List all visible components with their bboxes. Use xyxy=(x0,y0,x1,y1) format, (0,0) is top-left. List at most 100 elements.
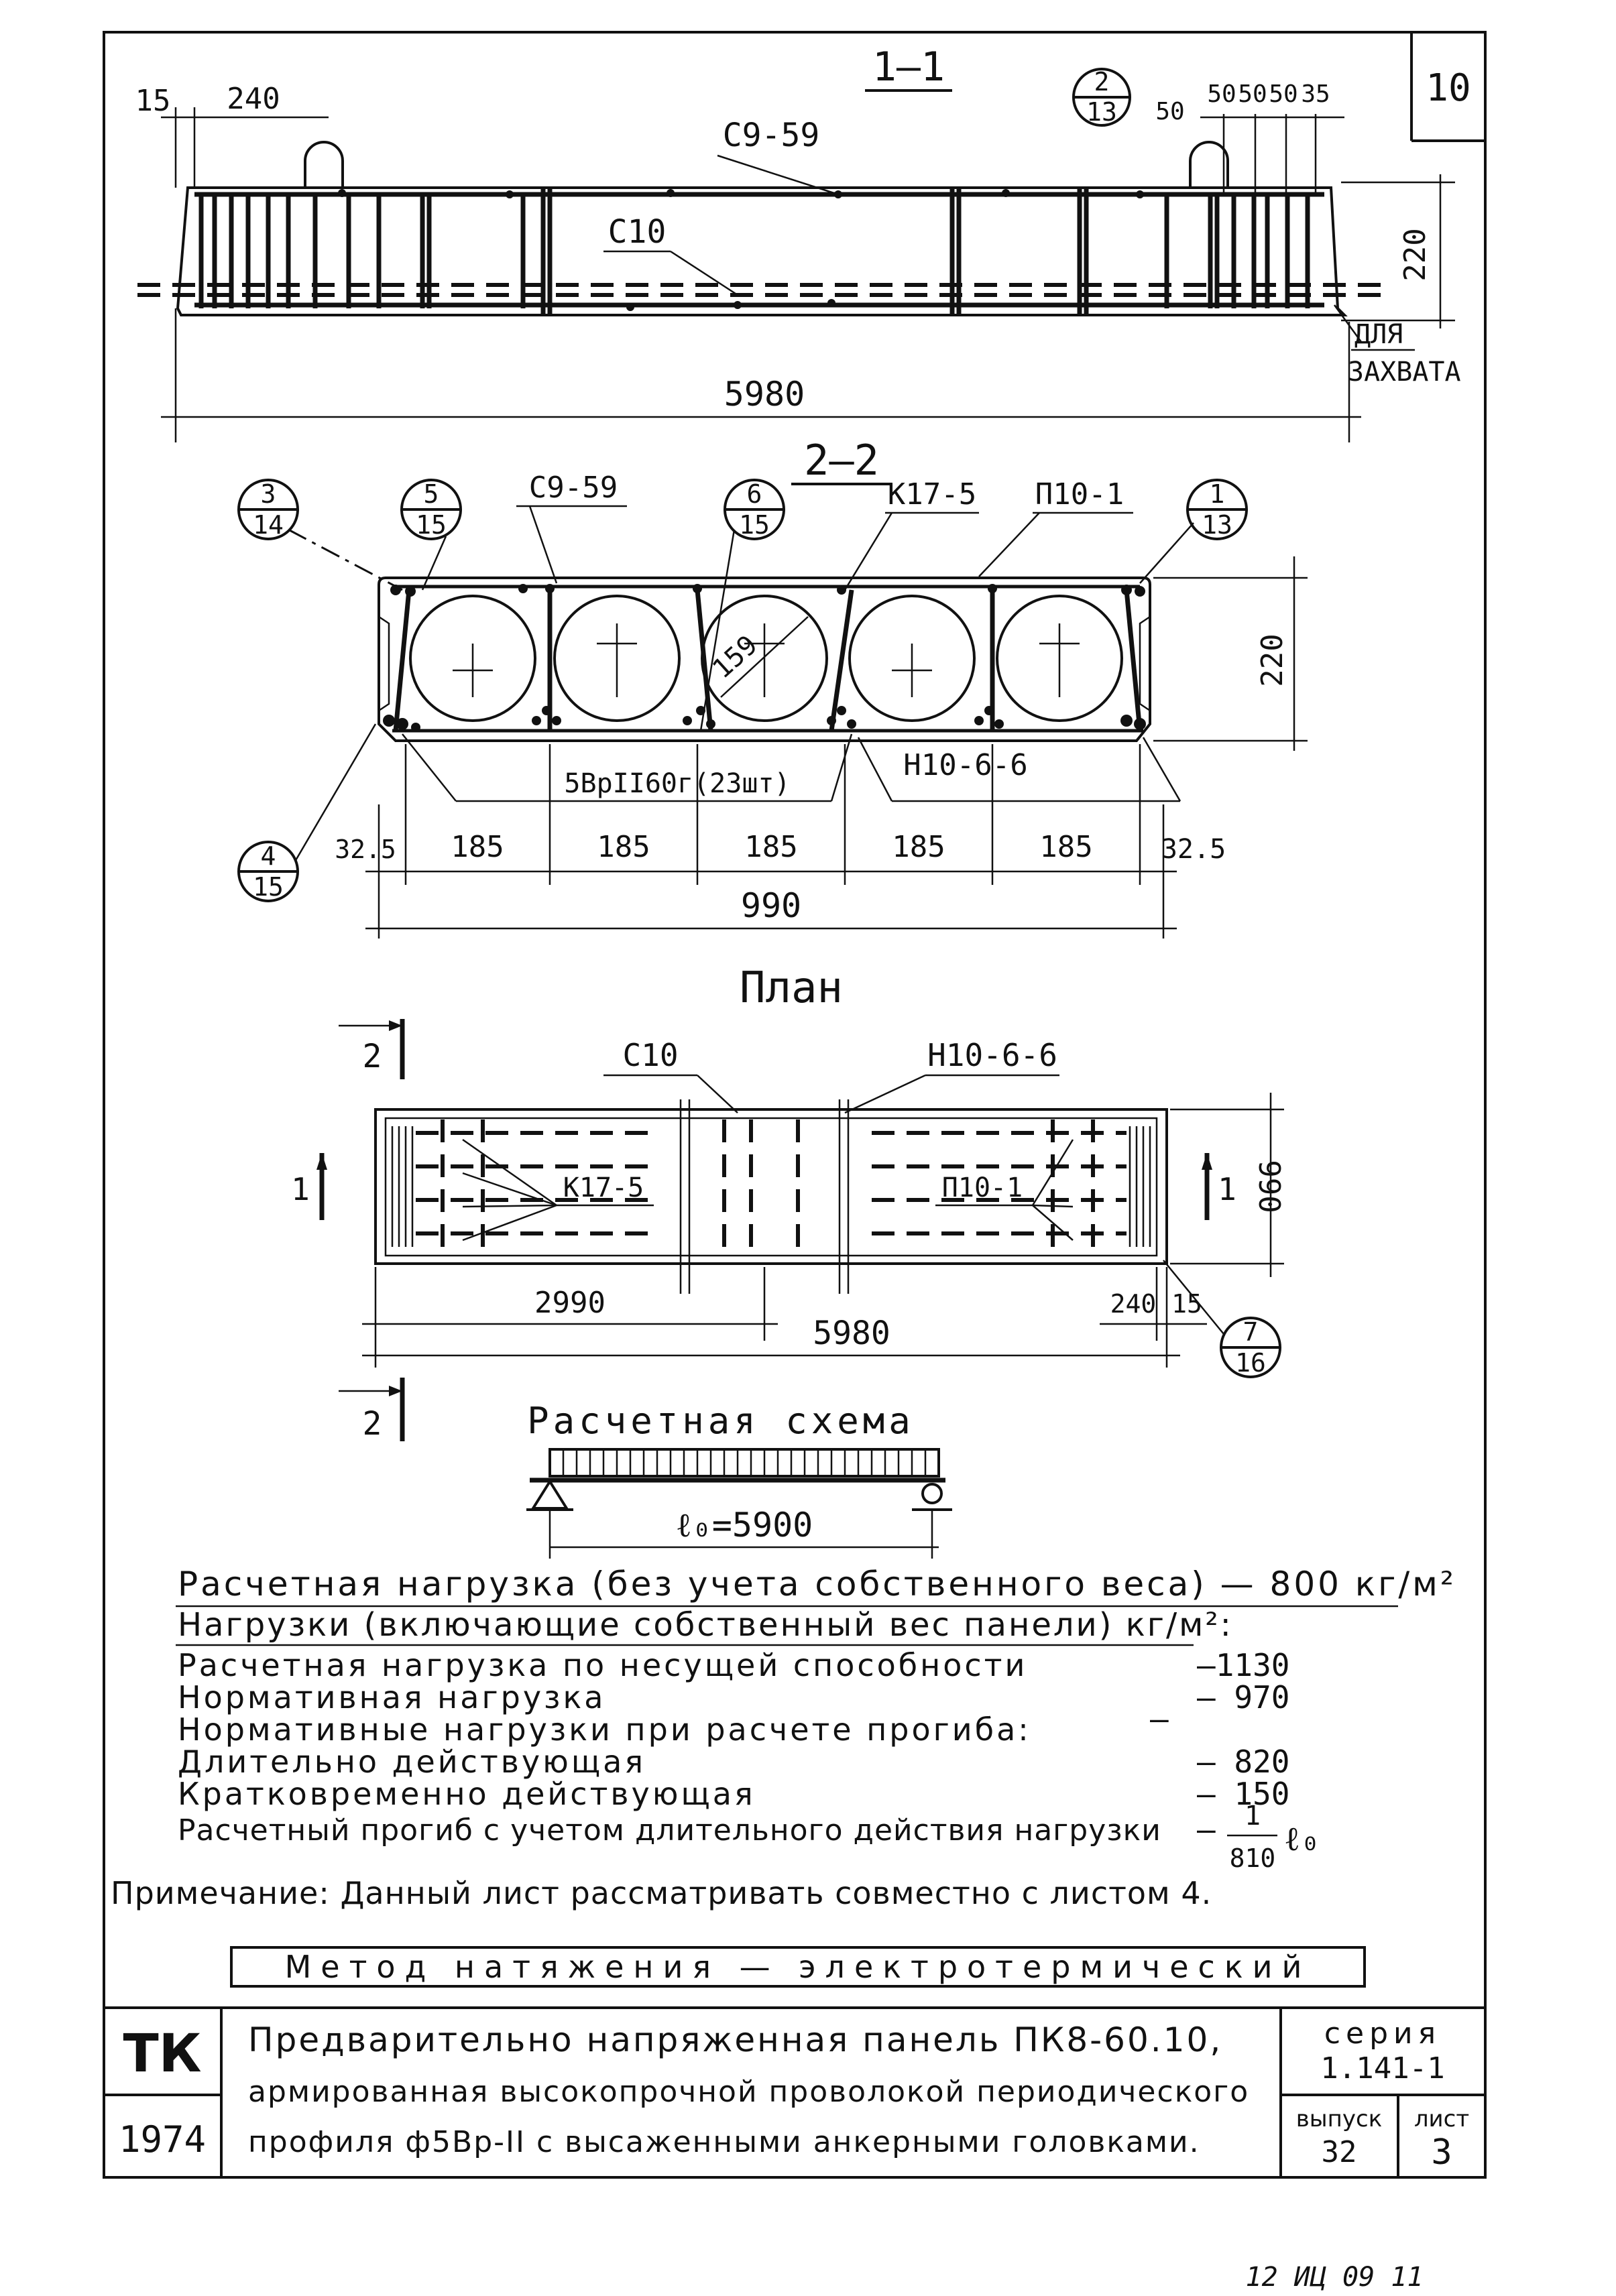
label-c9-59-top: С9-59 xyxy=(723,117,820,154)
deflection-numerator: 1 xyxy=(1245,1801,1261,1831)
load-row-2-label: Нормативная нагрузка xyxy=(178,1679,605,1715)
voids xyxy=(409,595,1123,722)
frames-2-2 xyxy=(392,585,1143,733)
cut-1-left-arrow xyxy=(316,1153,327,1170)
load-row-2-value: — 970 xyxy=(1197,1679,1289,1715)
sheet-number: 10 xyxy=(1426,66,1470,110)
label-n10-6-6-plan: Н10-6-6 xyxy=(927,1037,1057,1073)
spacing-185-2: 185 xyxy=(597,830,650,864)
label-c10-plan: С10 xyxy=(622,1037,678,1073)
callout-3-14: 3 14 xyxy=(237,479,299,540)
leader-p10-1-s2b xyxy=(978,512,1040,577)
label-k17-5-section: К17-5 xyxy=(888,477,976,511)
plan-dim-240: 240 xyxy=(1110,1289,1157,1319)
cut-2-top-label: 2 xyxy=(363,1038,382,1075)
load-row-3-label: Нормативные нагрузки при расчете прогиба… xyxy=(178,1711,1031,1748)
plan-dim-2990: 2990 xyxy=(534,1286,605,1320)
bottom-handwriting: 12 ИЦ 09 11 xyxy=(1246,2262,1424,2293)
leader-n10-plan-2 xyxy=(844,1074,926,1114)
dim-50-d: 50 xyxy=(1269,80,1297,108)
panel-2-2-outline xyxy=(378,577,1151,742)
dim-50-a: 50 xyxy=(1155,98,1184,125)
svg-text:16: 16 xyxy=(1235,1348,1266,1378)
scheme-support-pin xyxy=(530,1479,569,1510)
load-row-5-value: — 150 xyxy=(1197,1776,1289,1812)
tb-issue-value: 32 xyxy=(1322,2135,1357,2169)
tb-series-label: серия xyxy=(1324,2016,1441,2051)
void-crosses xyxy=(453,623,1080,697)
cut-2-top-arrow xyxy=(389,1020,402,1031)
callout-2-13: 2 13 xyxy=(1072,67,1131,127)
label-c9-59-section: С9-59 xyxy=(529,471,618,505)
label-p10-1-plan: П10-1 xyxy=(942,1172,1023,1203)
plan-title: План xyxy=(740,963,843,1013)
void-diameter-label: 159 xyxy=(707,629,763,685)
cut-1-right-label: 1 xyxy=(1218,1171,1236,1207)
load-row-1-value: —1130 xyxy=(1197,1647,1289,1683)
tb-issue-label: выпуск xyxy=(1296,2106,1382,2132)
leader-c10-plan-2 xyxy=(697,1075,738,1113)
dim-35: 35 xyxy=(1301,80,1330,108)
cut-1-right-arrow xyxy=(1202,1153,1212,1170)
svg-text:15: 15 xyxy=(253,872,284,902)
load-row-5-label: Кратковременно действующая xyxy=(178,1776,756,1812)
lifting-loop-left xyxy=(304,141,344,189)
leader-c9-59-s2b xyxy=(528,505,558,584)
spacing-32-5-right: 32.5 xyxy=(1161,834,1226,865)
label-tendons: 5ВрII60г(23шт) xyxy=(564,768,790,799)
dim-50-b: 50 xyxy=(1207,80,1236,108)
n10-leader-2 xyxy=(857,737,893,802)
scheme-load-hatch xyxy=(562,1449,927,1476)
callout-7-16: 7 16 xyxy=(1220,1317,1281,1378)
scheme-span-label: ℓ₀=5900 xyxy=(676,1506,813,1545)
plan-dim-15: 15 xyxy=(1171,1289,1202,1319)
load-row-3-value: — xyxy=(1150,1701,1169,1737)
label-c10-section: С10 xyxy=(608,213,667,251)
svg-text:15: 15 xyxy=(416,510,447,540)
title-block: ТК 1974 Предварительно напряженная панел… xyxy=(104,2006,1485,2177)
cut-1-left-label: 1 xyxy=(291,1171,310,1207)
panel-1-1-outline xyxy=(176,186,1348,316)
plan-dashed-frames xyxy=(441,1120,1095,1254)
k17-leaders xyxy=(462,1138,557,1242)
load-row-1-label: Расчетная нагрузка по несущей способност… xyxy=(178,1647,1027,1683)
spacing-185-3: 185 xyxy=(744,830,797,864)
tendon-leader-3 xyxy=(830,733,853,802)
svg-text:1: 1 xyxy=(1210,479,1225,509)
mesh-dots-1-1 xyxy=(338,189,1144,311)
height-220-1-1: 220 xyxy=(1398,228,1432,281)
stirrups-right xyxy=(1164,194,1310,308)
spacing-ext-lines xyxy=(378,744,1165,939)
stirrups-mid xyxy=(520,188,1089,315)
section-1-1-title: 1–1 xyxy=(872,44,945,90)
design-scheme: Расчетная схема ℓ₀=5900 xyxy=(526,1400,952,1559)
load-row-4-label: Длительно действующая xyxy=(178,1744,646,1780)
method-text: Метод натяжения — электротермический xyxy=(285,1949,1312,1985)
spacing-185-4: 185 xyxy=(892,830,945,864)
rebar-dots-2-2 xyxy=(383,584,1146,732)
scheme-support-roller xyxy=(921,1483,943,1504)
void-5 xyxy=(996,595,1123,722)
plan-width-990: 990 xyxy=(1252,1160,1286,1213)
leader-7-16 xyxy=(1163,1260,1224,1335)
lifting-loop-right xyxy=(1189,141,1229,189)
length-5980-1-1: 5980 xyxy=(724,375,805,414)
section-1-1: 1–1 15 240 С9-59 2 13 50 50 50 50 35 xyxy=(135,44,1461,442)
panel-key-left xyxy=(378,615,390,712)
void-4 xyxy=(848,595,976,722)
grip-note-1: ДЛЯ xyxy=(1354,319,1403,350)
plan-dim-5980: 5980 xyxy=(813,1315,890,1352)
tb-title-line-2: армированная высокопрочной проволокой пе… xyxy=(248,2075,1249,2109)
label-p10-1-section: П10-1 xyxy=(1035,477,1124,511)
load-row-4-value: — 820 xyxy=(1197,1744,1289,1780)
note-text: Примечание: Данный лист рассматривать со… xyxy=(111,1875,1212,1911)
cut-2-bot-label: 2 xyxy=(363,1405,382,1443)
label-n10-6-6-section: Н10-6-6 xyxy=(903,748,1027,782)
loads-line-1: Расчетная нагрузка (без учета собственно… xyxy=(178,1565,1456,1604)
leader-5-15 xyxy=(421,536,447,591)
tendon-leader-2 xyxy=(402,733,457,802)
width-990-2-2: 990 xyxy=(741,886,801,925)
spacing-32-5-left: 32.5 xyxy=(335,835,396,864)
grip-note-2: ЗАХВАТА xyxy=(1348,357,1461,387)
p10-leaders xyxy=(1031,1139,1074,1241)
